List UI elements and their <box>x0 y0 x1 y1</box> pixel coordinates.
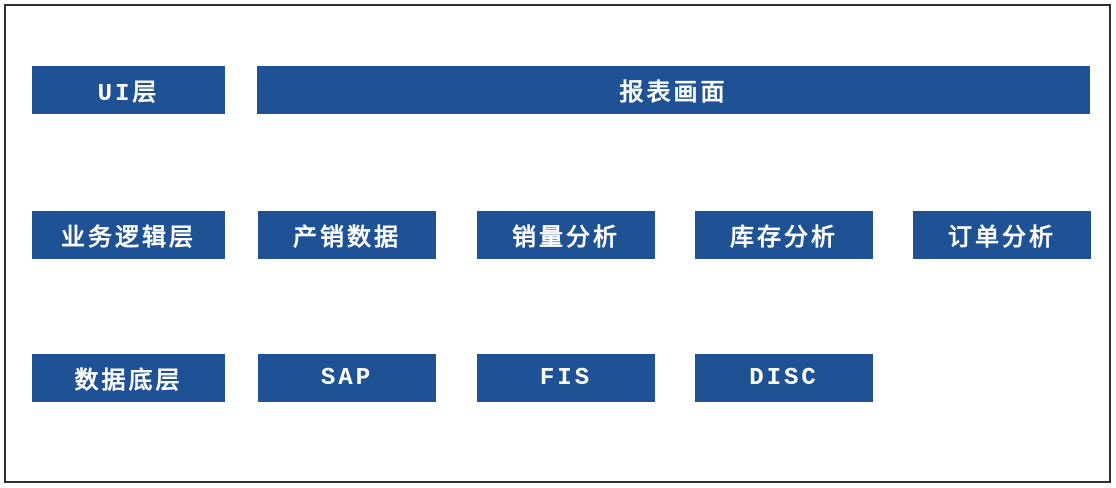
layer-label-business-logic: 业务逻辑层 <box>32 211 225 259</box>
node-disc: DISC <box>695 354 873 402</box>
node-production-sales-data: 产销数据 <box>258 211 436 259</box>
node-report-screen: 报表画面 <box>257 66 1090 114</box>
layer-label-ui: UI层 <box>32 66 225 114</box>
node-sap: SAP <box>258 354 436 402</box>
node-order-analysis: 订单分析 <box>913 211 1091 259</box>
node-fis: FIS <box>477 354 655 402</box>
node-inventory-analysis: 库存分析 <box>695 211 873 259</box>
layer-label-data-base: 数据底层 <box>32 354 225 402</box>
node-sales-analysis: 销量分析 <box>477 211 655 259</box>
